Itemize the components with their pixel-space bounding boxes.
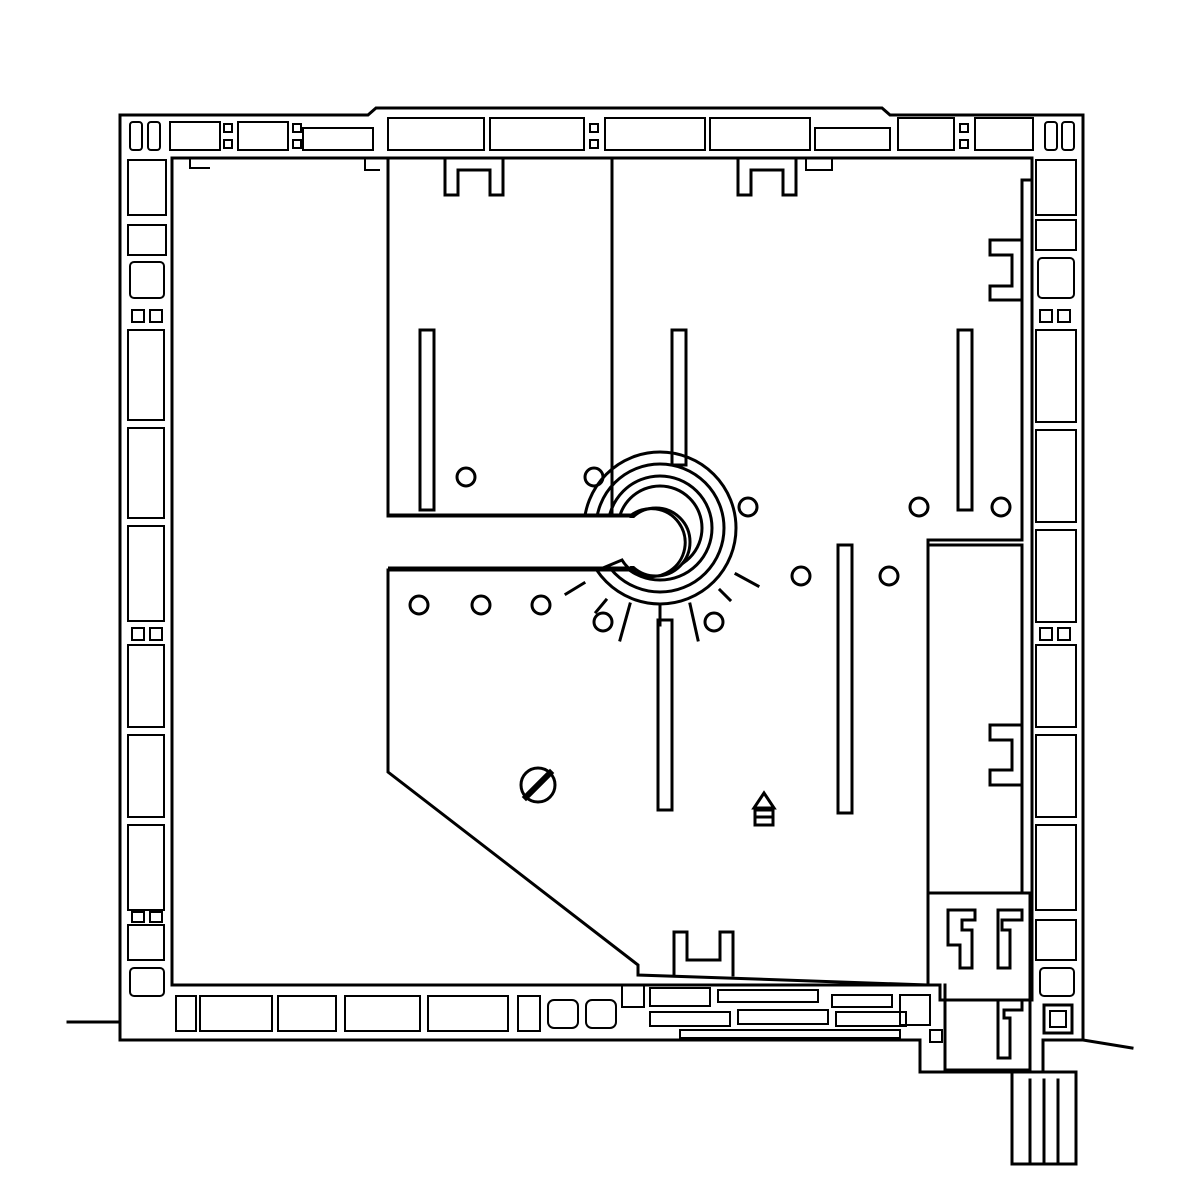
hole (530, 594, 552, 616)
bottom-rail-segments (175, 984, 943, 1043)
hole (908, 496, 930, 518)
latch-left (946, 908, 977, 970)
triangle-arrow-marker (751, 790, 777, 827)
hole (878, 565, 900, 587)
right-rail-segments (1035, 159, 1077, 1035)
hub-spokes (563, 571, 761, 642)
center-hub (386, 450, 761, 642)
right-clip-lower (988, 723, 1024, 787)
slot-lower-center (656, 618, 674, 812)
hole (470, 594, 492, 616)
slot-upper-right (956, 328, 974, 512)
slotted-screw-icon (519, 766, 557, 804)
side-housing-lower (926, 891, 1032, 1072)
top-clip-left (443, 156, 505, 197)
side-housing (926, 543, 1024, 895)
mount-tab-right (1081, 1038, 1134, 1050)
right-clip-upper (988, 238, 1024, 302)
upper-plate-outline (386, 156, 614, 517)
upper-plate-right (386, 156, 1034, 542)
connector-block (1010, 1070, 1078, 1166)
latch-bottom (996, 998, 1024, 1060)
slot-upper-left (418, 328, 436, 512)
main-plate (386, 156, 1034, 815)
hole (737, 496, 759, 518)
lower-plate (386, 538, 1078, 1166)
slot-upper-center (670, 328, 688, 467)
hole (790, 565, 812, 587)
latch-right (996, 908, 1024, 970)
frame-outer-outline (118, 106, 1085, 1074)
top-clip-right (736, 156, 798, 197)
slot-lower-right (836, 543, 854, 815)
left-rail-segments (127, 159, 167, 997)
hole (455, 466, 477, 488)
outer-frame (66, 106, 1134, 1074)
top-rail-segments (129, 117, 1075, 171)
hole (703, 611, 725, 633)
bottom-clip (672, 930, 735, 977)
hole (592, 611, 614, 633)
hole (990, 496, 1012, 518)
hole (408, 594, 430, 616)
